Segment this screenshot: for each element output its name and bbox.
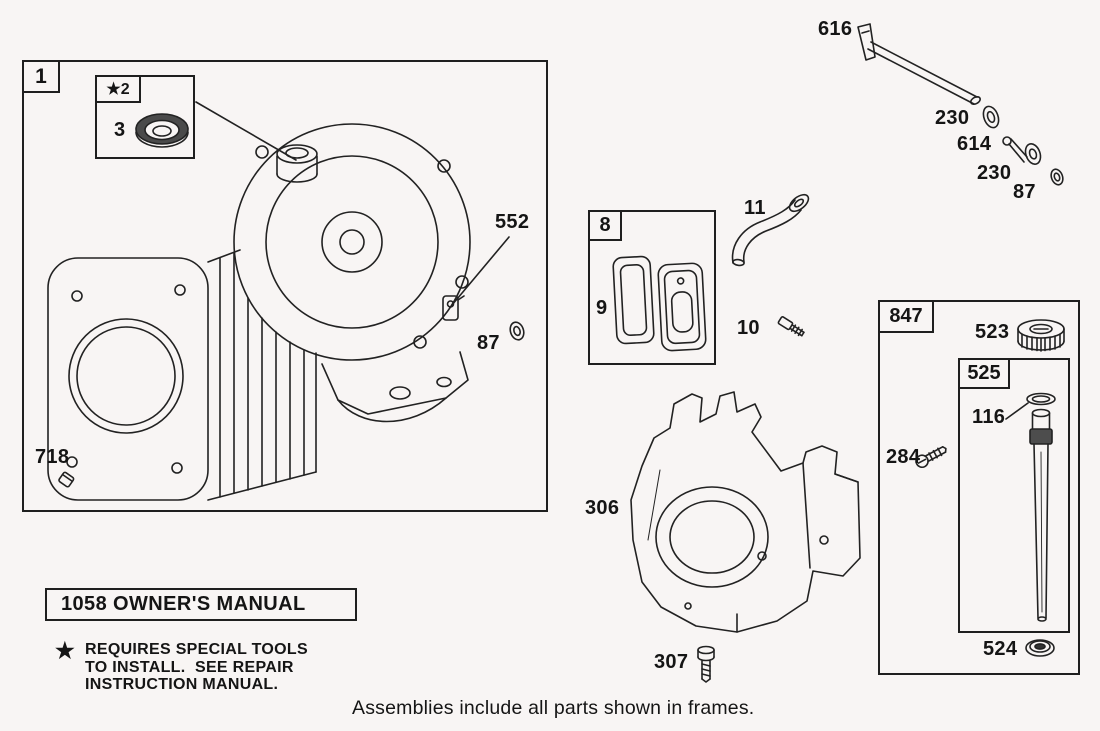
callout-306: 306 — [585, 497, 620, 519]
screw-10-drawing — [777, 316, 805, 337]
breather-plate-drawing — [657, 262, 707, 352]
callout-87b: 87 — [1013, 181, 1036, 203]
pin-614-drawing — [1002, 136, 1028, 163]
washer-230b-drawing — [1024, 143, 1042, 165]
frame-847-label: 847 — [878, 300, 934, 333]
special-tools-line-3: INSTRUCTION MANUAL. — [85, 676, 279, 693]
callout-284: 284 — [886, 446, 921, 468]
leader-seal — [195, 101, 297, 161]
screw-307-drawing — [697, 645, 715, 683]
leader-116 — [1005, 402, 1029, 420]
breather-tube-drawing — [731, 193, 810, 267]
callout-552: 552 — [495, 211, 530, 233]
callout-230b: 230 — [977, 162, 1012, 184]
frame-8-label: 8 — [588, 210, 622, 241]
frame-1-label: 1 — [22, 60, 60, 93]
assembly-frame-525 — [958, 358, 1070, 633]
callout-523: 523 — [975, 321, 1010, 343]
assemblies-footnote: Assemblies include all parts shown in fr… — [352, 697, 755, 719]
callout-3: 3 — [114, 119, 126, 141]
owners-manual-label: 1058 OWNER'S MANUAL — [61, 593, 306, 615]
dipstick-tube-drawing — [1029, 408, 1053, 622]
oring-116-drawing — [1026, 392, 1056, 406]
callout-307: 307 — [654, 651, 689, 673]
washer-230a-drawing — [982, 105, 1000, 129]
washer-87a-drawing — [509, 321, 525, 341]
callout-11: 11 — [744, 197, 766, 219]
callout-230a: 230 — [935, 107, 970, 129]
callout-87a: 87 — [477, 332, 500, 354]
special-tools-line-1: REQUIRES SPECIAL TOOLS — [85, 641, 308, 658]
assembly-frame-1 — [22, 60, 548, 512]
callout-10: 10 — [737, 317, 760, 339]
breather-gasket-drawing — [612, 255, 655, 345]
callout-116: 116 — [972, 406, 1006, 428]
frame-seal-label: ★2 — [95, 75, 141, 103]
callout-524: 524 — [983, 638, 1018, 660]
oil-cap-523-drawing — [1017, 319, 1065, 352]
assembly-frame-8 — [588, 210, 716, 365]
cover-306-drawing — [630, 391, 861, 633]
callout-9: 9 — [596, 297, 608, 319]
oil-seal-drawing — [135, 113, 189, 148]
callout-718: 718 — [35, 446, 70, 468]
special-tools-note: REQUIRES SPECIAL TOOLS TO INSTALL. SEE R… — [85, 641, 308, 694]
assembly-frame-seal — [95, 75, 195, 159]
screw-284-drawing — [915, 446, 947, 469]
rod-616-drawing — [857, 23, 981, 105]
frame-525-label: 525 — [958, 358, 1010, 389]
assembly-frame-847 — [878, 300, 1080, 675]
grommet-524-drawing — [1025, 639, 1055, 657]
washer-87b-drawing — [1050, 168, 1064, 186]
callout-614: 614 — [957, 133, 992, 155]
star-icon: ★ — [55, 638, 75, 663]
leader-552 — [451, 236, 510, 306]
callout-616: 616 — [818, 18, 853, 40]
owners-manual-box: 1058 OWNER'S MANUAL — [45, 588, 357, 621]
special-tools-line-2: TO INSTALL. SEE REPAIR — [85, 658, 294, 676]
cylinder-crankcase-drawing — [47, 123, 471, 501]
